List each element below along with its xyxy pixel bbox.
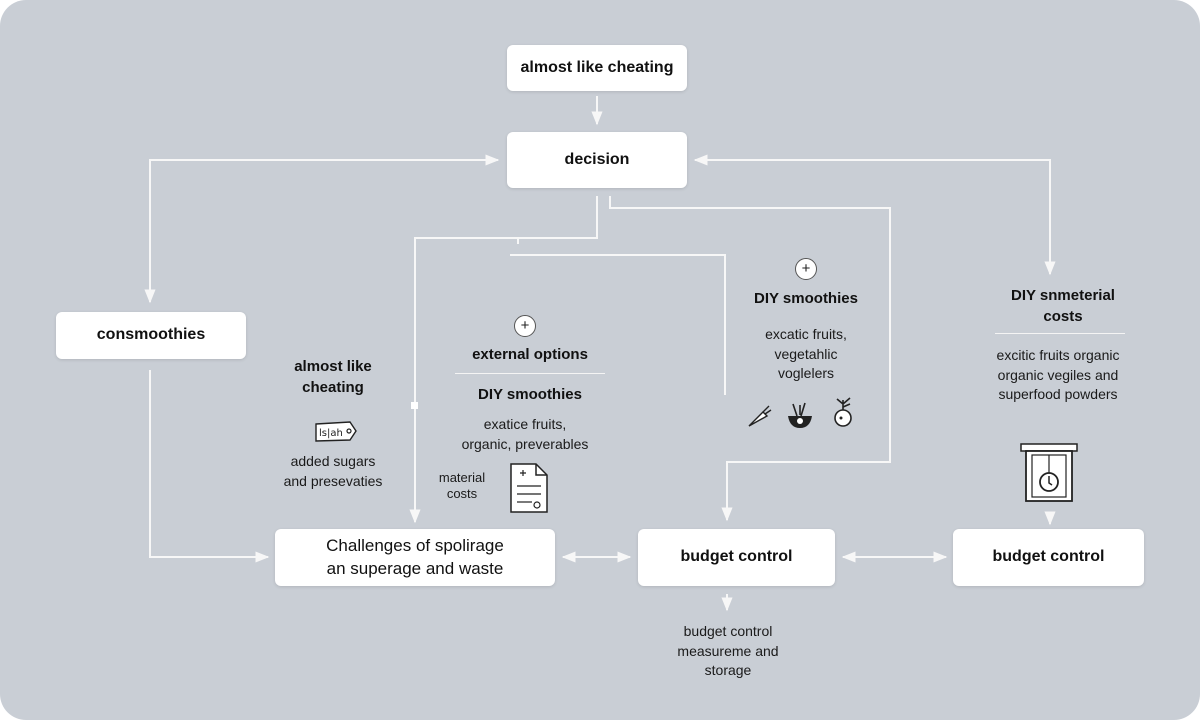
apple-sprout-icon — [828, 396, 858, 428]
plus-icon[interactable]: + — [795, 258, 817, 280]
document-icon — [508, 462, 550, 514]
scale-icon — [1018, 441, 1080, 503]
bottom-note: budget control measureme and storage — [677, 623, 779, 679]
center-branch-divider — [455, 373, 605, 374]
right-branch-description: excitic fruits organic organic vegiles a… — [996, 347, 1120, 403]
mid-right-description: excatic fruits, vegetahlic voglelers — [765, 326, 847, 382]
budget-control-node-right[interactable]: budget control — [953, 529, 1144, 586]
mortar-bowl-icon — [785, 400, 815, 430]
price-tag-icon: ls|ah — [312, 419, 358, 443]
center-branch-heading-1: external options — [472, 346, 588, 363]
left-node[interactable]: consmoothies — [56, 312, 246, 359]
plus-icon[interactable]: + — [514, 315, 536, 337]
material-costs-label: material costs — [438, 470, 486, 501]
mid-right-heading: DIY smoothies — [754, 290, 858, 307]
price-tag-text: ls|ah — [319, 428, 343, 439]
top-node[interactable]: almost like cheating — [507, 45, 687, 91]
budget-control-node-middle[interactable]: budget control — [638, 529, 835, 586]
decision-node[interactable]: decision — [507, 132, 687, 188]
center-branch-heading-2: DIY smoothies — [478, 386, 582, 403]
left-branch-title: almost like cheating — [294, 358, 372, 396]
challenges-node[interactable]: Challenges of spolirage an superage and … — [275, 529, 555, 586]
left-branch-description: added sugars and presevaties — [283, 453, 383, 489]
right-branch-divider — [995, 333, 1125, 334]
center-branch-description: exatice fruits, organic, preverables — [461, 416, 589, 452]
carrot-icon — [745, 402, 773, 430]
right-branch-heading: DIY snmeterial costs — [1011, 287, 1115, 325]
